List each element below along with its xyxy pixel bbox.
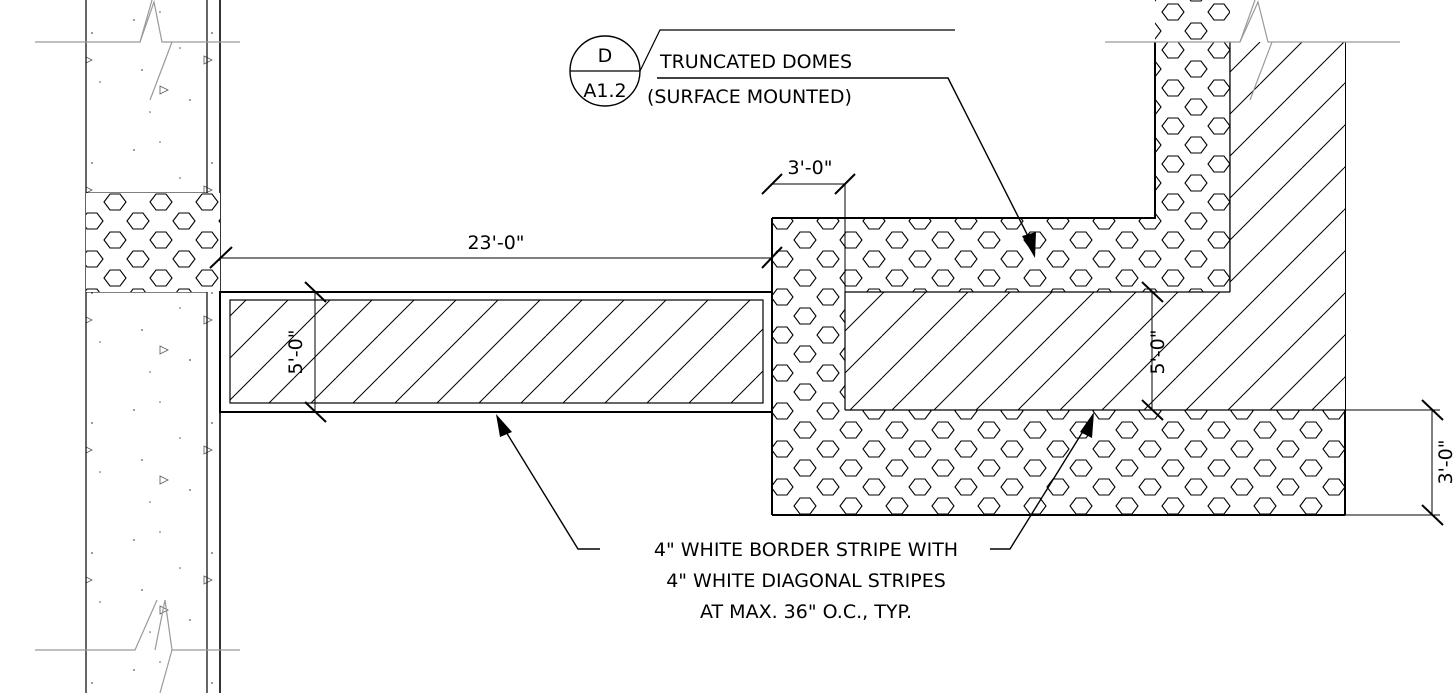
dimension-3ft-right: 3'-0" [1345,399,1453,526]
dimension-5ft-right: 5'-0" [1141,281,1169,421]
callout-line1: TRUNCATED DOMES [659,51,852,73]
right-access-aisle [844,291,1345,411]
callout-sheet: A1.2 [583,80,626,102]
dimension-3ft-right-label: 3'-0" [1435,440,1453,485]
dimension-3ft-label: 3'-0" [788,157,833,179]
dimension-3ft-top: 3'-0" [761,157,856,292]
dimension-23ft-label: 23'-0" [467,232,524,254]
sidewalk [85,0,221,693]
break-line-bottom-left [35,599,240,693]
dimension-5ft-right-label: 5'-0" [1147,330,1169,375]
stripe-note: 4" WHITE BORDER STRIPE WITH 4" WHITE DIA… [496,412,1094,623]
note-line1: 4" WHITE BORDER STRIPE WITH [654,539,958,561]
left-access-aisle [219,291,773,413]
left-truncated-domes [86,193,220,292]
dimension-5ft-left: 5'-0" [285,281,327,423]
note-line2: 4" WHITE DIAGONAL STRIPES [666,570,946,592]
callout-line2: (SURFACE MOUNTED) [647,86,852,108]
right-diagonal-hatch-upper [1229,42,1345,292]
dimension-5ft-left-label: 5'-0" [285,330,307,375]
callout-letter: D [598,45,613,67]
note-line3: AT MAX. 36" O.C., TYP. [700,601,912,623]
detail-callout: D A1.2 TRUNCATED DOMES (SURFACE MOUNTED) [569,29,955,108]
callout-leader [657,77,1036,258]
break-line-top-right [1105,0,1400,101]
break-line-top-left [35,0,240,101]
dimension-23ft: 23'-0" [209,232,783,269]
